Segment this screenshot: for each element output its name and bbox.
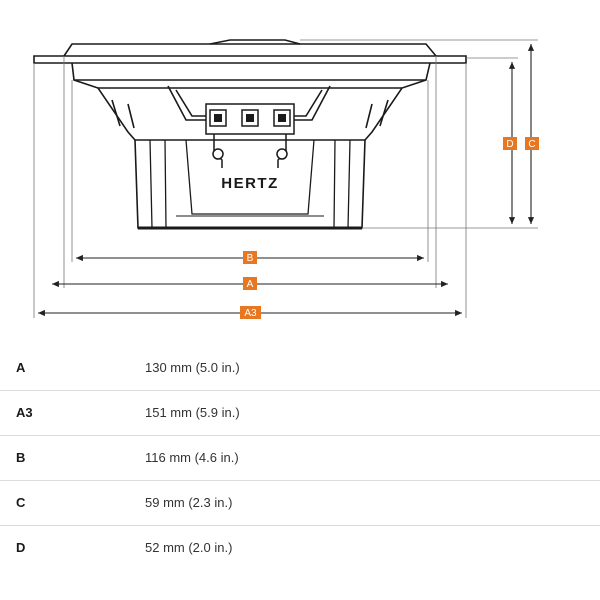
speaker-basket [71,62,136,141]
spec-row-b: B 116 mm (4.6 in.) [0,436,600,481]
spec-key: D [16,540,26,555]
spec-value: 151 mm (5.9 in.) [145,405,240,420]
dimension-tag-b: B [243,251,257,264]
spec-table: A 130 mm (5.0 in.) A3 151 mm (5.9 in.) B… [0,346,600,570]
svg-text:A: A [247,279,254,290]
speaker-flange [33,55,467,64]
brand-logo: HERTZ [221,175,279,192]
speaker-dimension-drawing: HERTZ B A A3 D [33,39,539,319]
dimension-tag-d: D [503,137,517,150]
spec-value: 52 mm (2.0 in.) [145,540,233,555]
dimension-tags: B A A3 D C [240,137,539,319]
svg-text:B: B [247,253,254,264]
svg-text:C: C [528,139,535,150]
extension-lines [33,39,538,318]
spec-row-a: A 130 mm (5.0 in.) [0,346,600,391]
spec-value: 116 mm (4.6 in.) [145,450,239,465]
speaker-magnet [134,139,366,230]
speaker-terminals [205,103,295,168]
spec-value: 130 mm (5.0 in.) [145,360,240,375]
svg-text:A3: A3 [244,308,257,319]
spec-key: C [16,495,26,510]
dimension-tag-a: A [243,277,257,290]
spec-value: 59 mm (2.3 in.) [145,495,233,510]
spec-key: B [16,450,26,465]
svg-text:D: D [506,139,513,150]
spec-row-d: D 52 mm (2.0 in.) [0,526,600,570]
spec-key: A [16,360,26,375]
spec-key: A3 [16,405,33,420]
speaker-grille-top [63,43,437,57]
dimension-tag-a3: A3 [240,306,261,319]
dimension-tag-c: C [525,137,539,150]
spec-row-c: C 59 mm (2.3 in.) [0,481,600,526]
spec-row-a3: A3 151 mm (5.9 in.) [0,391,600,436]
